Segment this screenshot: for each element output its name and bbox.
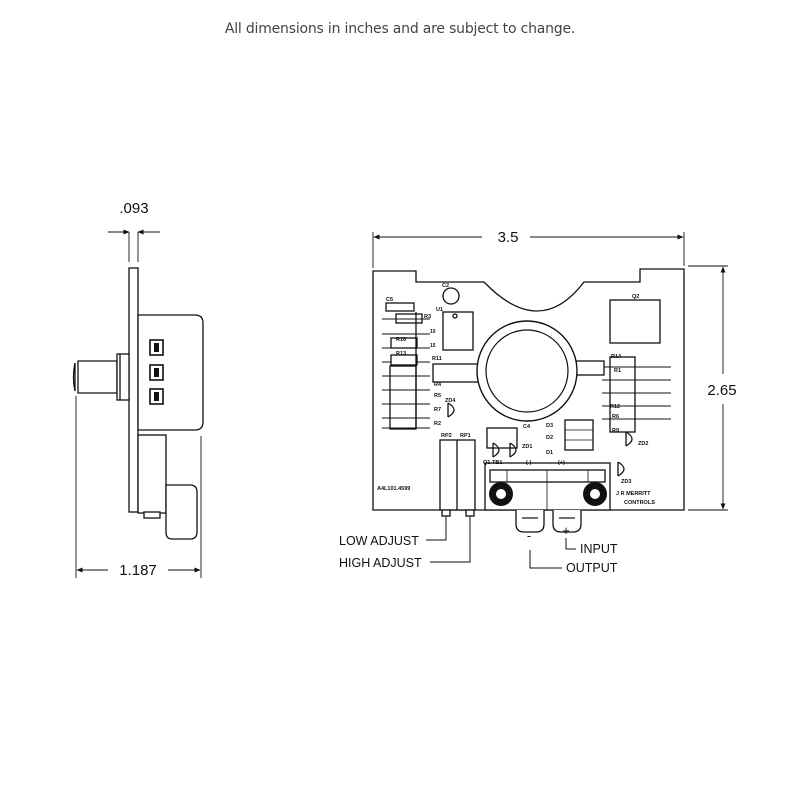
plus-terminal-label: + — [562, 524, 569, 538]
silk-neg: (-) — [526, 460, 532, 466]
dimensions-note: All dimensions in inches and are subject… — [224, 21, 576, 37]
silk-pos: (+) — [558, 460, 565, 466]
silk-r4: R4 — [434, 382, 442, 388]
silk-maker-line2: CONTROLS — [624, 500, 655, 506]
silk-tb1: TB1 — [492, 460, 502, 466]
silk-c5: C5 — [386, 297, 393, 303]
silk-r13: R13 — [396, 351, 406, 357]
silk-maker-line1: J R MERRITT — [616, 491, 651, 497]
minus-terminal-label: - — [527, 529, 531, 543]
silk-d2: D2 — [546, 435, 553, 441]
board-silkscreen: C5 R3 R16 R13 R11 10 15 R4 R5 R7 R2 C2 U… — [377, 283, 655, 506]
silk-rp2: RP2 — [441, 433, 452, 439]
thickness-dimension: .093 — [119, 200, 148, 217]
silk-q1: Q1 — [483, 460, 490, 466]
silk-zd1: ZD1 — [522, 444, 532, 450]
high-adjust-label: HIGH ADJUST — [339, 556, 422, 570]
side-view — [72, 229, 204, 578]
silk-r2: R2 — [434, 421, 441, 427]
low-adjust-label: LOW ADJUST — [339, 534, 419, 548]
silk-u1: U1 — [436, 307, 443, 313]
silk-zd4: ZD4 — [445, 398, 456, 404]
silk-q2: Q2 — [632, 294, 639, 300]
silk-r14: R14 — [611, 354, 622, 360]
height-dimension: 2.65 — [707, 382, 736, 399]
silk-r6: R6 — [612, 414, 619, 420]
silk-r12: R12 — [610, 404, 620, 410]
silk-r1: R1 — [614, 368, 621, 374]
silk-r3: R3 — [424, 314, 431, 320]
silk-zd2: ZD2 — [638, 441, 648, 447]
width-dimension: 3.5 — [498, 229, 519, 246]
silk-r5: R5 — [434, 393, 441, 399]
silk-c2: C2 — [442, 283, 449, 289]
silk-r11: R11 — [432, 356, 442, 362]
silk-d3: D3 — [546, 423, 553, 429]
front-view — [372, 232, 728, 569]
depth-dimension: 1.187 — [119, 562, 157, 579]
silk-r16: R16 — [396, 337, 406, 343]
silk-rp1: RP1 — [460, 433, 471, 439]
silk-zd3: ZD3 — [621, 479, 631, 485]
input-label: INPUT — [580, 542, 618, 556]
silk-r9: R9 — [612, 428, 619, 434]
silk-r7: R7 — [434, 407, 441, 413]
silk-part-number: A4L101.4599 — [377, 486, 410, 492]
silk-15: 15 — [430, 343, 436, 349]
output-label: OUTPUT — [566, 561, 618, 575]
silk-d1: D1 — [546, 450, 553, 456]
silk-c4: C4 — [523, 424, 531, 430]
silk-10: 10 — [430, 329, 436, 335]
